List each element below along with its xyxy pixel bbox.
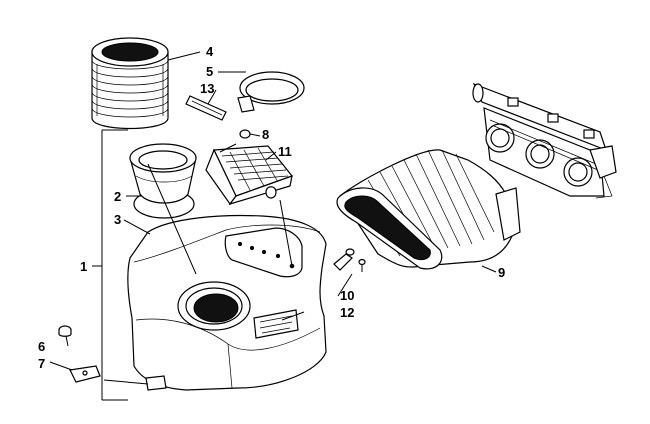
callout-11: 11 bbox=[278, 144, 292, 159]
callout-8: 8 bbox=[262, 127, 269, 142]
callout-5: 5 bbox=[206, 64, 213, 79]
bellows-part bbox=[91, 37, 169, 130]
group-bracket bbox=[92, 129, 128, 401]
bolt-part bbox=[239, 129, 277, 199]
clip-part bbox=[333, 248, 366, 272]
adapter-part bbox=[129, 143, 197, 219]
leader-lines bbox=[49, 51, 497, 385]
callout-7: 7 bbox=[38, 356, 45, 371]
clamp-part bbox=[237, 71, 305, 113]
bracket-part bbox=[69, 365, 101, 383]
strap-part bbox=[185, 95, 227, 121]
callout-13: 13 bbox=[200, 81, 214, 96]
grommet-part bbox=[58, 325, 72, 337]
silencer-housing-part bbox=[127, 214, 327, 391]
throttle-body-assembly bbox=[472, 82, 617, 199]
filter-part bbox=[205, 145, 293, 206]
intake-boot-part bbox=[336, 149, 521, 270]
callout-9: 9 bbox=[498, 265, 505, 280]
callout-2: 2 bbox=[114, 189, 121, 204]
callout-6: 6 bbox=[38, 339, 45, 354]
callout-1: 1 bbox=[80, 259, 87, 274]
callout-10: 10 bbox=[340, 288, 354, 303]
callout-4: 4 bbox=[206, 44, 214, 59]
callout-3: 3 bbox=[114, 212, 121, 227]
callout-12: 12 bbox=[340, 305, 354, 320]
